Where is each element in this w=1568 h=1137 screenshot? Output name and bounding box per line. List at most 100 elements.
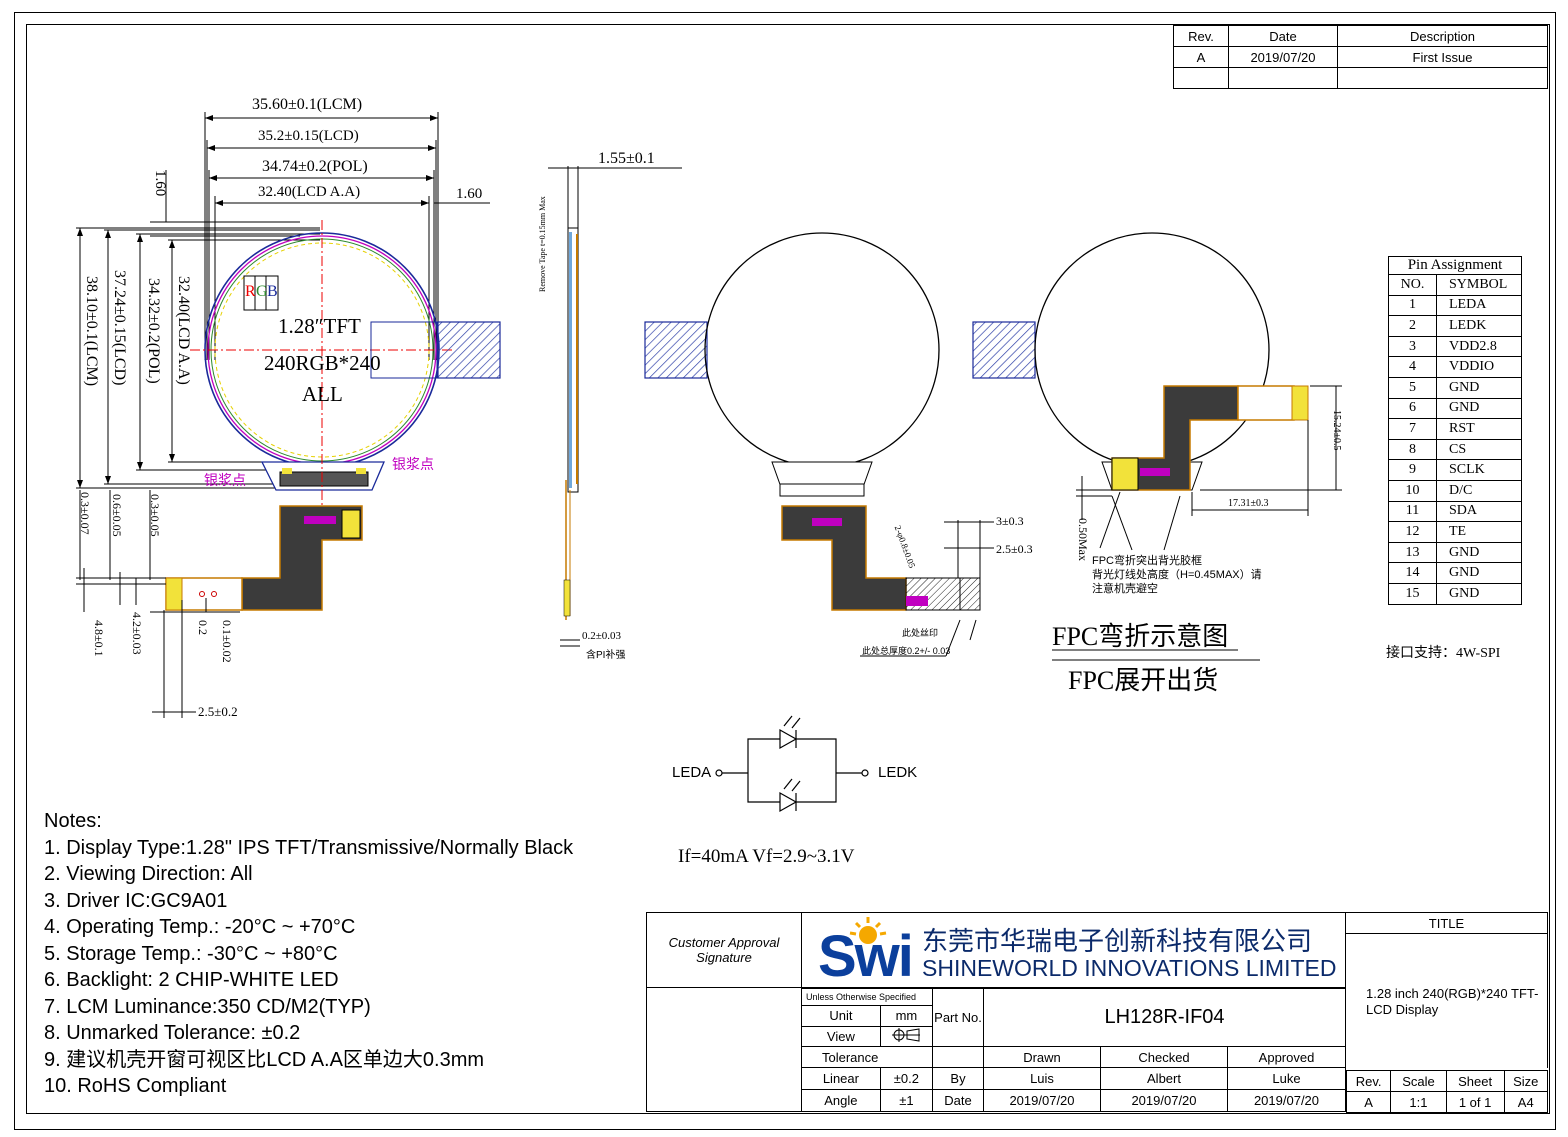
- rgb-r: R: [245, 283, 256, 300]
- note-item: 6. Backlight: 2 CHIP-WHITE LED: [44, 969, 339, 991]
- fpc-dim-7: 0.1±0.02: [220, 620, 234, 663]
- linear-label: Linear: [801, 1067, 881, 1091]
- size-label: Size: [1503, 1070, 1548, 1092]
- caption-flat: FPC展开出货: [1068, 666, 1219, 695]
- dim-pol-width: 34.74±0.2(POL): [262, 158, 368, 175]
- pin-no: 5: [1388, 376, 1437, 399]
- approved-label: Approved: [1227, 1046, 1346, 1069]
- outer-frame: [14, 12, 1556, 1130]
- approved-date: 2019/07/20: [1227, 1089, 1346, 1112]
- inner-frame: [26, 24, 1550, 1114]
- pin-no: 4: [1388, 356, 1437, 378]
- pin-no: 1: [1388, 294, 1437, 317]
- pin-no: 15: [1388, 582, 1437, 605]
- customer-approval: Customer Approval Signature: [646, 912, 801, 988]
- pin-symbol: GND: [1436, 541, 1522, 564]
- title-block: Customer Approval Signature Swi 东莞市华瑞电子创…: [646, 912, 1548, 1113]
- sheet-info-table: Rev. Scale Sheet Size A 1:1 1 of 1 A4: [1345, 1070, 1548, 1113]
- pin-symbol: GND: [1436, 397, 1522, 420]
- title-label: TITLE: [1346, 912, 1548, 934]
- drawn-by: Luis: [983, 1067, 1101, 1091]
- checked-label: Checked: [1100, 1046, 1228, 1069]
- sun-logo-icon: [816, 915, 887, 944]
- side-stiffener-note: 含PI补强: [586, 650, 626, 661]
- checked-date: 2019/07/20: [1100, 1089, 1228, 1112]
- notes-title: Notes:: [44, 810, 102, 832]
- pin-symbol-header: SYMBOL: [1436, 274, 1522, 296]
- date-header: Date: [1228, 25, 1338, 47]
- pin-no: 8: [1388, 438, 1437, 461]
- pin-no: 13: [1388, 541, 1437, 564]
- fpc-dim-3: 0.3±0.05: [148, 494, 162, 537]
- label-all: ALL: [302, 382, 343, 406]
- pin-symbol: GND: [1436, 376, 1522, 399]
- rgb-g: G: [256, 283, 268, 300]
- revision-table: Rev. Date Description A 2019/07/20 First…: [1173, 25, 1548, 89]
- silver-dot-right: 银浆点: [392, 456, 434, 472]
- company-logo: Swi: [818, 924, 914, 989]
- note-item: 10. RoHS Compliant: [44, 1075, 227, 1097]
- side-thickness: 1.55±0.1: [598, 150, 655, 167]
- dim-lcm-height: 38.10±0.1(LCM): [83, 276, 100, 387]
- rev-label: Rev.: [1345, 1070, 1392, 1092]
- pin-table-title: Pin Assignment: [1388, 256, 1522, 275]
- drawn-label: Drawn: [983, 1046, 1101, 1069]
- dim-aa-width: 32.40(LCD A.A): [258, 184, 361, 200]
- side-stiffener: 0.2±0.03: [582, 630, 622, 642]
- note-item: 2. Viewing Direction: All: [44, 863, 253, 885]
- checked-by: Albert: [1100, 1067, 1228, 1091]
- unit-value: mm: [879, 1004, 934, 1027]
- by-label: By: [932, 1067, 984, 1091]
- pin-no: 6: [1388, 397, 1437, 420]
- note-item: 7. LCM Luminance:350 CD/M2(TYP): [44, 995, 371, 1018]
- pin-no-header: NO.: [1388, 274, 1437, 296]
- pin-symbol: VDD2.8: [1436, 335, 1522, 358]
- circuit-anode: LEDA: [672, 764, 712, 781]
- fpc-dim-4: 4.8±0.1: [92, 620, 106, 657]
- back-dim-2: 2.5±0.3: [996, 542, 1033, 556]
- pin-symbol: SCLK: [1436, 459, 1522, 481]
- note-item: 3. Driver IC:GC9A01: [44, 889, 228, 912]
- unit-label: Unit: [801, 1004, 881, 1027]
- dim-aa-height: 32.40(LCD A.A): [175, 276, 192, 385]
- circuit-cathode: LEDK: [878, 764, 918, 781]
- part-no-label: Part No.: [932, 987, 984, 1048]
- pin-symbol: VDDIO: [1436, 356, 1522, 378]
- part-no-value: LH128R-IF04: [983, 987, 1346, 1048]
- pin-symbol: SDA: [1436, 500, 1522, 523]
- sheet-label: Sheet: [1445, 1070, 1505, 1092]
- back-view: [644, 232, 994, 657]
- size-value: A4: [1503, 1091, 1548, 1113]
- view-label: View: [801, 1025, 881, 1048]
- dim-pol-height: 34.32±0.2(POL): [145, 278, 162, 384]
- tolerance-label: Tolerance: [801, 1046, 933, 1069]
- fpc-dim-5: 4.2±0.03: [130, 612, 144, 655]
- pin-no: 10: [1388, 479, 1437, 502]
- company-name-en: SHINEWORLD INNOVATIONS LIMITED: [922, 955, 1337, 981]
- linear-value: ±0.2: [879, 1067, 934, 1091]
- pin-no: 9: [1388, 459, 1437, 481]
- pin-symbol: TE: [1436, 521, 1522, 543]
- dim-lcd-height: 37.24±0.15(LCD): [111, 270, 128, 386]
- unless-specified: Unless Otherwise Specified: [801, 988, 933, 1006]
- angle-value: ±1: [879, 1089, 934, 1112]
- pin-symbol: RST: [1436, 418, 1522, 440]
- pin-no: 2: [1388, 315, 1437, 337]
- bent-note-2: 背光灯线处高度（H=0.45MAX）请: [1092, 569, 1262, 581]
- caption-bend: FPC弯折示意图: [1052, 622, 1229, 651]
- fpc-dim-1: 0.3±0.07: [78, 492, 92, 535]
- description-empty: [1337, 67, 1548, 89]
- bent-view: [972, 232, 1342, 661]
- pin-symbol: LEDK: [1436, 315, 1522, 337]
- fpc-dim-8: 2.5±0.2: [198, 704, 238, 719]
- approved-by: Luke: [1227, 1067, 1346, 1091]
- angle-label: Angle: [801, 1089, 881, 1112]
- note-item: 4. Operating Temp.: -20°C ~ +70°C: [44, 916, 356, 938]
- company-header: Swi 东莞市华瑞电子创新科技有限公司 SHINEWORLD INNOVATIO…: [801, 912, 1346, 988]
- bent-note-1: FPC弯折突出背光胶框: [1092, 555, 1202, 567]
- pin-symbol: GND: [1436, 582, 1522, 605]
- pin-symbol: GND: [1436, 562, 1522, 584]
- customer-signature-area: [646, 988, 801, 1112]
